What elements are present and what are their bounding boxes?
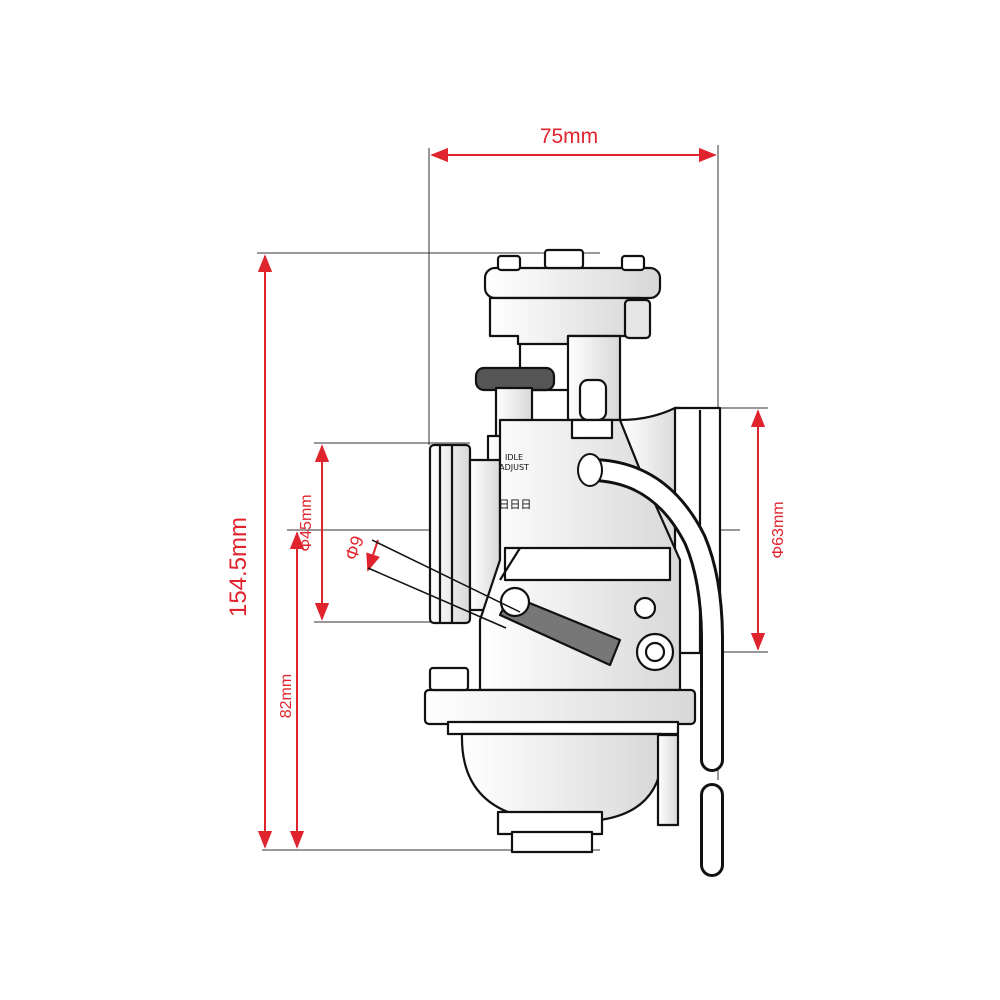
height-label: 154.5mm bbox=[225, 517, 252, 617]
outlet-label: Φ63mm bbox=[770, 501, 787, 558]
bottom-height-label: 82mm bbox=[278, 674, 295, 718]
choke-mark-label: 日日日 bbox=[499, 498, 532, 511]
hoses bbox=[577, 453, 724, 877]
idle-adjust-knob bbox=[474, 366, 556, 392]
jet-reference-line bbox=[371, 539, 521, 613]
bowl-flange bbox=[423, 688, 697, 726]
width-label: 75mm bbox=[540, 125, 598, 148]
idle-adjust-label-line2: ADJUST bbox=[499, 463, 529, 472]
dimension-lines bbox=[257, 147, 766, 849]
choke-lever bbox=[503, 546, 672, 582]
jet-leader-line bbox=[366, 539, 380, 572]
top-cap bbox=[483, 266, 662, 300]
inlet-flange bbox=[428, 443, 472, 625]
jet-reference-line-2 bbox=[367, 567, 507, 629]
float-bowl bbox=[460, 732, 664, 822]
vent-nipple bbox=[578, 378, 608, 422]
jet-label: Φ9 bbox=[341, 533, 368, 563]
idle-adjust-label-line1: IDLE bbox=[505, 453, 523, 462]
inlet-label: Φ45mm bbox=[298, 494, 315, 551]
carburetor-body bbox=[423, 248, 722, 854]
